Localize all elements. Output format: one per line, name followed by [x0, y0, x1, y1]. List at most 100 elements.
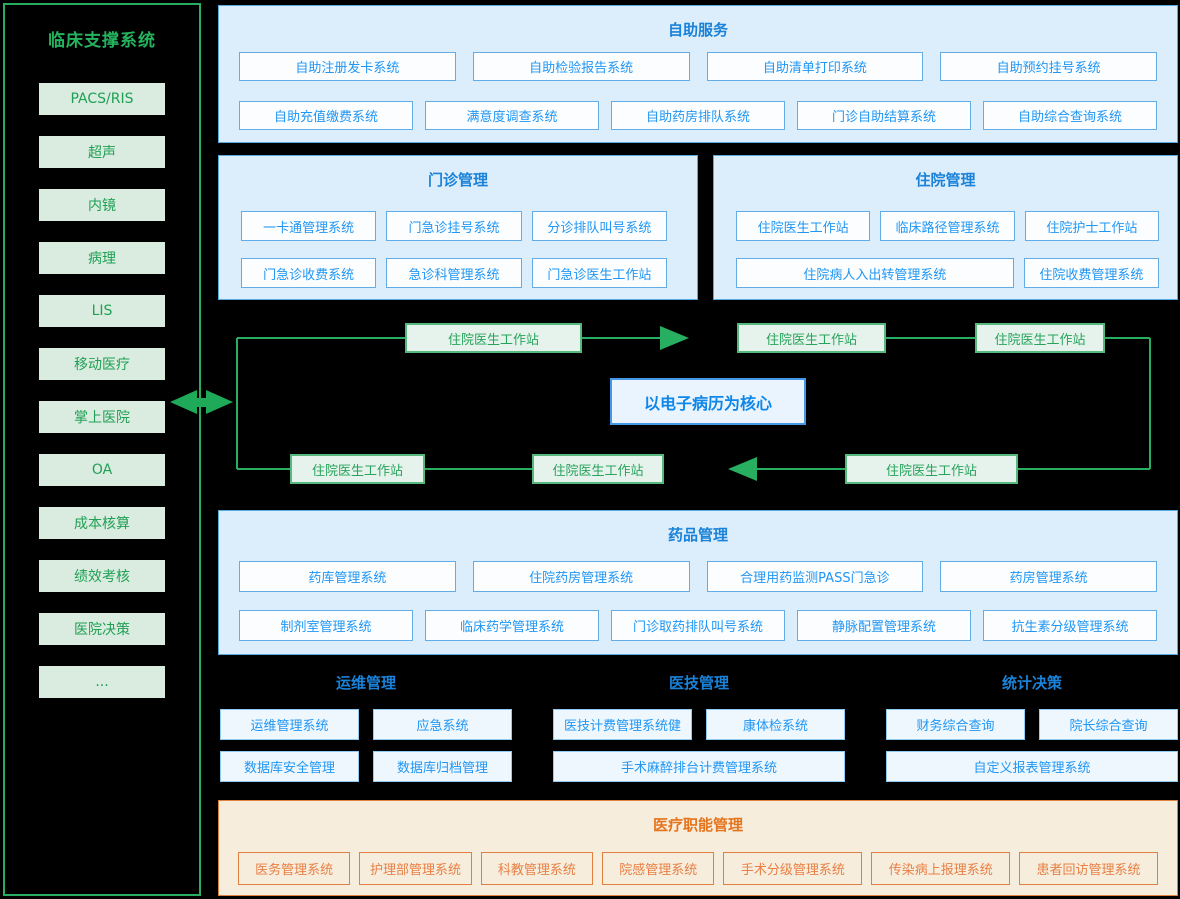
sidebar-item-oa: OA	[39, 454, 165, 486]
ops-management-column: 运维管理 运维管理系统 应急系统 数据库安全管理 数据库归档管理	[220, 672, 512, 782]
system-node: 临床药学管理系统	[425, 610, 599, 641]
emr-core-box: 以电子病历为核心	[610, 378, 806, 425]
system-node: 自助清单打印系统	[706, 52, 924, 81]
system-node: 数据库安全管理	[220, 751, 359, 782]
arrow-right-icon	[660, 326, 689, 350]
system-node: 护理部管理系统	[359, 852, 472, 885]
medtech-row-1: 医技计费管理系统健 康体检系统	[553, 709, 845, 740]
outpatient-title: 门诊管理	[427, 171, 488, 189]
system-node: 自助充值缴费系统	[239, 101, 413, 130]
system-node: 自定义报表管理系统	[886, 751, 1178, 782]
medtech-title: 医技管理	[668, 674, 729, 692]
self-service-row-2: 自助充值缴费系统 满意度调查系统 自助药房排队系统 门诊自助结算系统 自助综合查…	[219, 101, 1177, 130]
system-node: 应急系统	[373, 709, 512, 740]
system-node: 科教管理系统	[480, 852, 594, 885]
system-node: 急诊科管理系统	[386, 258, 522, 288]
inpatient-section: 住院管理 住院医生工作站 临床路径管理系统 住院护士工作站 住院病人入出转管理系…	[713, 155, 1178, 300]
flow-node-bottom-left: 住院医生工作站	[290, 454, 425, 484]
system-node: 患者回访管理系统	[1019, 852, 1158, 885]
ops-title: 运维管理	[335, 674, 396, 692]
inpatient-title: 住院管理	[915, 171, 976, 189]
sidebar-item-mobile-medical: 移动医疗	[39, 348, 165, 380]
sidebar-item-palm-hospital: 掌上医院	[39, 401, 165, 433]
system-node: 药房管理系统	[940, 561, 1157, 592]
system-node: 门急诊医生工作站	[531, 258, 667, 288]
stats-title: 统计决策	[1001, 674, 1062, 692]
pharmacy-section: 药品管理 药库管理系统 住院药房管理系统 合理用药监测PASS门急诊 药房管理系…	[218, 510, 1178, 655]
medtech-management-column: 医技管理 医技计费管理系统健 康体检系统 手术麻醉排台计费管理系统	[553, 672, 845, 782]
system-node: 抗生素分级管理系统	[983, 610, 1157, 641]
system-node: 门急诊挂号系统	[386, 211, 522, 241]
system-node: 手术麻醉排台计费管理系统	[553, 751, 845, 782]
sidebar-item-more: ...	[39, 666, 165, 698]
sidebar-item-endoscopy: 内镜	[39, 189, 165, 221]
system-node: 住院护士工作站	[1024, 211, 1159, 241]
pharmacy-row-1: 药库管理系统 住院药房管理系统 合理用药监测PASS门急诊 药房管理系统	[219, 561, 1177, 592]
system-node: 临床路径管理系统	[880, 211, 1015, 241]
system-node: 静脉配置管理系统	[797, 610, 971, 641]
medical-admin-row: 医务管理系统 护理部管理系统 科教管理系统 院感管理系统 手术分级管理系统 传染…	[219, 852, 1177, 885]
system-node: 门诊取药排队叫号系统	[611, 610, 785, 641]
system-node: 药库管理系统	[239, 561, 456, 592]
system-node: 门急诊收费系统	[241, 258, 377, 288]
outpatient-row-2: 门急诊收费系统 急诊科管理系统 门急诊医生工作站	[219, 258, 697, 288]
flow-node-bottom-right: 住院医生工作站	[845, 454, 1018, 484]
system-node: 数据库归档管理	[373, 751, 512, 782]
clinical-support-sidebar: 临床支撑系统 PACS/RIS 超声 内镜 病理 LIS 移动医疗 掌上医院 O…	[3, 3, 201, 896]
sidebar-item-pacs-ris: PACS/RIS	[39, 83, 165, 115]
system-node: 一卡通管理系统	[241, 211, 377, 241]
outpatient-row-1: 一卡通管理系统 门急诊挂号系统 分诊排队叫号系统	[219, 211, 697, 241]
sidebar-item-lis: LIS	[39, 295, 165, 327]
system-node: 住院医生工作站	[736, 211, 871, 241]
stats-decision-column: 统计决策 财务综合查询 院长综合查询 自定义报表管理系统	[886, 672, 1178, 782]
system-node: 住院病人入出转管理系统	[736, 258, 1014, 288]
sidebar-item-ultrasound: 超声	[39, 136, 165, 168]
system-node: 康体检系统	[706, 709, 845, 740]
system-node: 医技计费管理系统健	[553, 709, 692, 740]
medical-admin-section: 医疗职能管理 医务管理系统 护理部管理系统 科教管理系统 院感管理系统 手术分级…	[218, 800, 1178, 896]
sidebar-item-pathology: 病理	[39, 242, 165, 274]
flow-node-top-middle: 住院医生工作站	[737, 323, 886, 353]
medtech-row-2: 手术麻醉排台计费管理系统	[553, 751, 845, 782]
system-node: 自助检验报告系统	[472, 52, 690, 81]
pharmacy-row-2: 制剂室管理系统 临床药学管理系统 门诊取药排队叫号系统 静脉配置管理系统 抗生素…	[219, 610, 1177, 641]
sidebar-item-performance: 绩效考核	[39, 560, 165, 592]
system-node: 院感管理系统	[602, 852, 715, 885]
system-node: 满意度调查系统	[425, 101, 599, 130]
inpatient-row-1: 住院医生工作站 临床路径管理系统 住院护士工作站	[714, 211, 1177, 241]
system-node: 手术分级管理系统	[723, 852, 863, 885]
system-node: 住院收费管理系统	[1023, 258, 1159, 288]
system-node: 自助注册发卡系统	[239, 52, 456, 81]
self-service-section: 自助服务 自助注册发卡系统 自助检验报告系统 自助清单打印系统 自助预约挂号系统…	[218, 5, 1178, 143]
system-node: 住院药房管理系统	[472, 561, 690, 592]
flow-node-top-right: 住院医生工作站	[975, 323, 1105, 353]
arrow-left-icon	[728, 457, 757, 481]
self-service-title: 自助服务	[667, 21, 728, 39]
system-node: 运维管理系统	[220, 709, 359, 740]
system-node: 院长综合查询	[1039, 709, 1178, 740]
system-node: 门诊自助结算系统	[797, 101, 971, 130]
system-node: 自助综合查询系统	[983, 101, 1157, 130]
flow-node-top-left: 住院医生工作站	[405, 323, 582, 353]
system-node: 传染病上报理系统	[871, 852, 1011, 885]
sidebar-item-cost-accounting: 成本核算	[39, 507, 165, 539]
pharmacy-title: 药品管理	[667, 526, 728, 544]
system-node: 财务综合查询	[886, 709, 1025, 740]
ops-row-1: 运维管理系统 应急系统	[220, 709, 512, 740]
stats-row-2: 自定义报表管理系统	[886, 751, 1178, 782]
inpatient-row-2: 住院病人入出转管理系统 住院收费管理系统	[714, 258, 1177, 288]
system-node: 自助药房排队系统	[611, 101, 785, 130]
system-node: 合理用药监测PASS门急诊	[706, 561, 924, 592]
sidebar-title: 临床支撑系统	[48, 31, 156, 51]
sidebar-item-decision: 医院决策	[39, 613, 165, 645]
system-node: 制剂室管理系统	[239, 610, 413, 641]
system-node: 医务管理系统	[238, 852, 351, 885]
outpatient-section: 门诊管理 一卡通管理系统 门急诊挂号系统 分诊排队叫号系统 门急诊收费系统 急诊…	[218, 155, 698, 300]
stats-row-1: 财务综合查询 院长综合查询	[886, 709, 1178, 740]
system-node: 分诊排队叫号系统	[531, 211, 667, 241]
ops-row-2: 数据库安全管理 数据库归档管理	[220, 751, 512, 782]
medical-admin-title: 医疗职能管理	[652, 816, 743, 834]
flow-node-bottom-middle: 住院医生工作站	[532, 454, 664, 484]
system-node: 自助预约挂号系统	[940, 52, 1157, 81]
